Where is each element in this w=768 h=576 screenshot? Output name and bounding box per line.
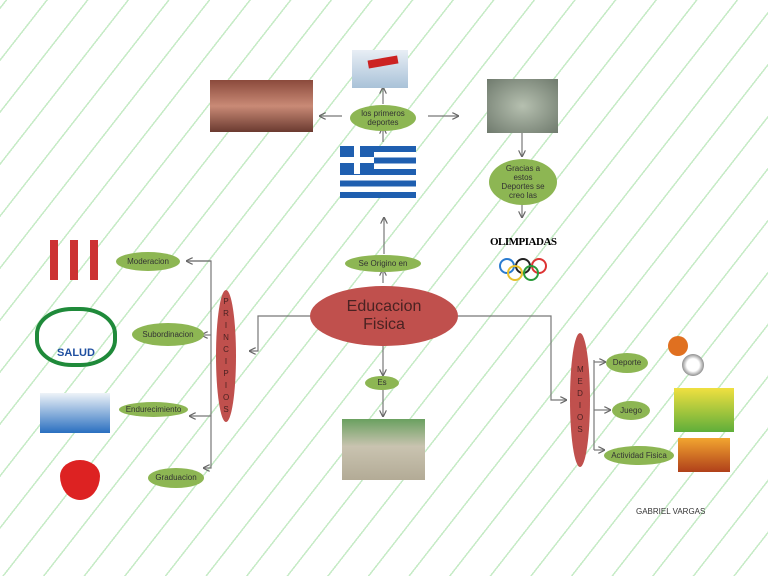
kids-playing-image: [674, 388, 734, 432]
principle-moderacion: Moderacion: [116, 252, 180, 271]
central-node: Educacion Fisica: [310, 286, 458, 346]
thanks-node: Gracias a estos Deportes se creo las: [489, 159, 557, 205]
track-race-image: [210, 80, 313, 132]
means-label: MEDIOS: [577, 365, 584, 434]
central-label: Educacion Fisica: [346, 298, 422, 333]
salud-heart-image: SALUD: [35, 307, 117, 367]
principle-endurecimiento: Endurecimiento: [119, 402, 188, 417]
olympic-rings-icon: [499, 258, 547, 281]
pushup-image: [40, 393, 110, 433]
heart-weightlifting-image: [60, 460, 100, 500]
is-node: Es: [365, 376, 399, 390]
mean-juego: Juego: [612, 401, 650, 420]
first-sports-node: los primeros deportes: [350, 105, 416, 131]
pe-class-image: [342, 419, 425, 480]
mean-deporte: Deporte: [606, 353, 648, 373]
origin-node: Se Origino en: [345, 255, 421, 272]
principle-subordinacion: Subordinacion: [132, 323, 204, 346]
salud-label: SALUD: [57, 347, 95, 359]
high-jump-image: [352, 50, 408, 88]
principles-node: PRINCIPIOS: [216, 290, 236, 422]
principle-graduacion: Graduacion: [148, 468, 204, 488]
greece-flag-image: [340, 146, 416, 198]
stretching-figures-image: [45, 235, 105, 285]
sports-balls-image: [666, 334, 718, 378]
author-label: GABRIEL VARGAS: [636, 507, 706, 516]
mean-actividad-fisica: Actividad Fisica: [604, 446, 674, 465]
principles-label: PRINCIPIOS: [223, 297, 230, 414]
greek-wrestlers-image: [487, 79, 558, 133]
means-node: MEDIOS: [570, 333, 590, 467]
olympics-title: OLIMPIADAS: [490, 236, 557, 248]
sunset-running-image: [678, 438, 730, 472]
